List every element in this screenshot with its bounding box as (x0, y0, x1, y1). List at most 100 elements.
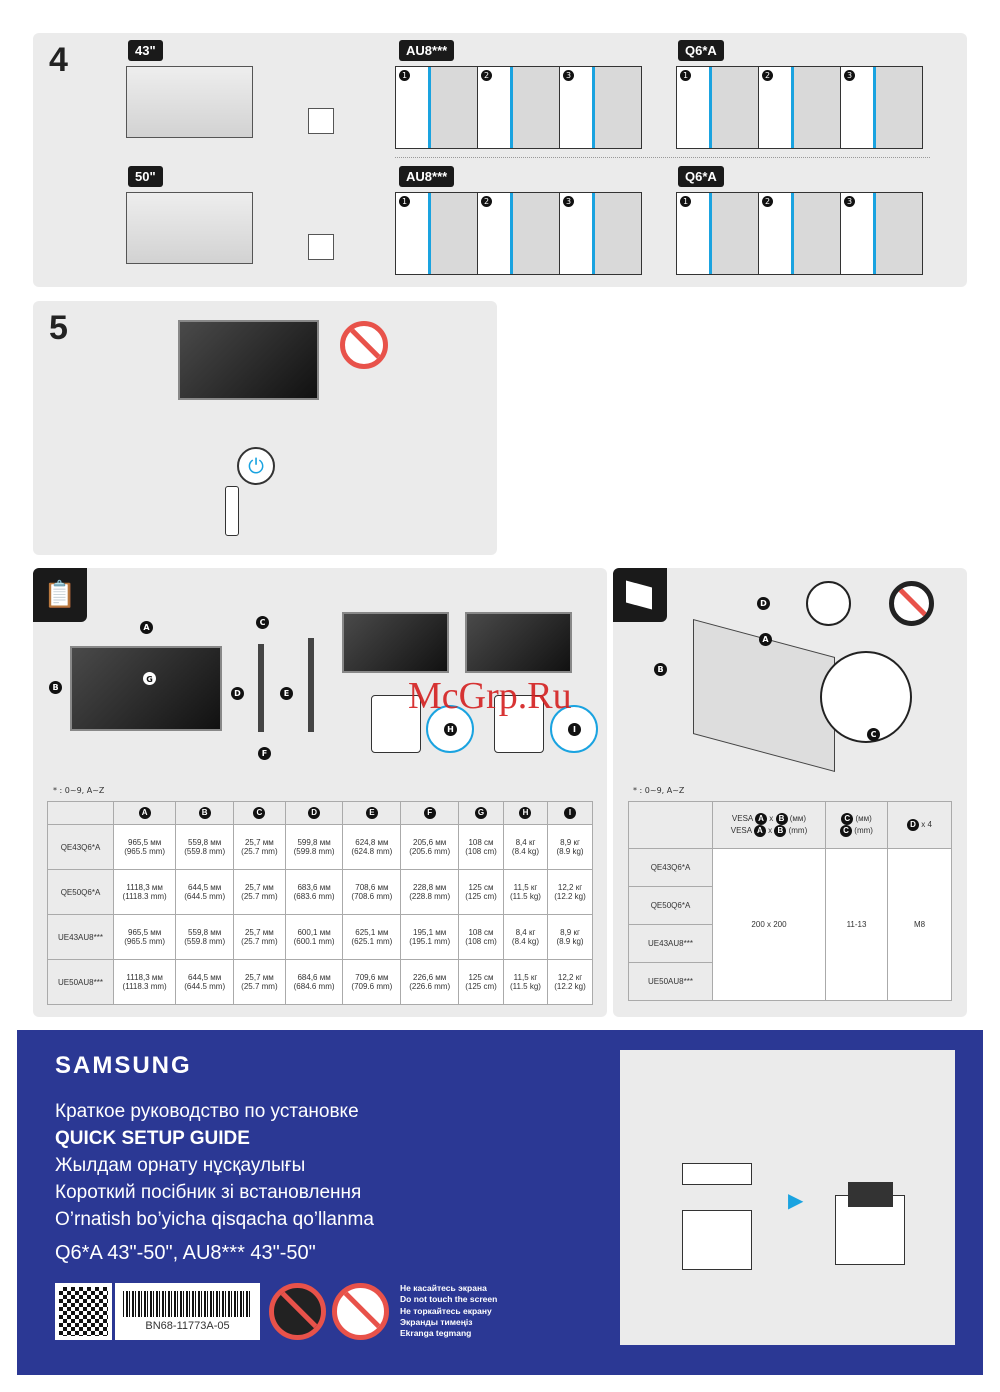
title-en: QUICK SETUP GUIDE (55, 1128, 250, 1149)
scale-icon (371, 695, 421, 753)
screw-value: M8 (887, 848, 952, 1001)
barcode-number: BN68-11773A-05 (145, 1320, 230, 1332)
table-row: UE43AU8***965,5 мм(965.5 mm)559,8 мм(559… (47, 914, 593, 960)
tv-weight-without-stand (342, 612, 449, 673)
label-g: G (143, 672, 156, 685)
value-cell: 25,7 мм(25.7 mm) (233, 914, 286, 960)
model-cell: UE43AU8*** (47, 914, 114, 960)
value-cell: 8,9 кг(8.9 kg) (547, 914, 593, 960)
c-value: 11-13 (825, 848, 888, 1001)
value-cell: 625,1 мм(625.1 mm) (342, 914, 402, 960)
tv-side-view-stand (308, 638, 314, 732)
tv-back-50-illustration (126, 192, 253, 264)
value-cell: 228,8 мм(228.8 mm) (400, 869, 460, 915)
value-cell: 12,2 кг(12.2 kg) (547, 959, 593, 1005)
model-cell: QE50Q6*A (47, 869, 114, 915)
title-ua: Короткий посібник зі встановлення (55, 1182, 362, 1203)
value-cell: 195,1 мм(195.1 mm) (400, 914, 460, 960)
value-cell: 25,7 мм(25.7 mm) (233, 824, 286, 870)
power-outlet-icon (308, 108, 334, 134)
vesa-value: 200 x 200 (712, 848, 826, 1001)
footnote: * : 0~9, A~Z (633, 786, 685, 795)
tv-front-illustration (178, 320, 319, 400)
model-tag: AU8*** (399, 166, 455, 187)
label-b: B (49, 681, 62, 694)
step-number: 5 (49, 309, 68, 347)
value-cell: 600,1 мм(600.1 mm) (284, 914, 344, 960)
value-cell: 125 см(125 cm) (458, 869, 504, 915)
remote-hand-illustration (225, 486, 239, 536)
tv-side-view (258, 644, 264, 732)
column-header: G (458, 801, 504, 825)
model-line: Q6*A 43"-50", AU8*** 43"-50" (55, 1242, 316, 1264)
samsung-logo: SAMSUNG (55, 1052, 192, 1079)
value-cell: 644,5 мм(644.5 mm) (175, 959, 235, 1005)
column-header: C (233, 801, 286, 825)
label-b: B (654, 663, 667, 676)
title-uz: O’rnatish bo’yicha qisqacha qo’llanma (55, 1209, 374, 1230)
c-header: C (мм)C (mm) (825, 801, 888, 849)
wrong-screw-circle-icon (889, 581, 934, 626)
guide-titles: Краткое руководство по установке QUICK S… (55, 1098, 374, 1233)
correct-screw-circle (806, 581, 851, 626)
value-cell: 226,6 мм(226.6 mm) (400, 959, 460, 1005)
wall-mount-table: VESA A x B (мм)VESA A x B (mm) C (мм)C (… (628, 801, 952, 1001)
model-tag: Q6*A (678, 166, 724, 187)
screw-detail-circle: C (820, 651, 912, 743)
tv-weight-with-stand (465, 612, 572, 673)
column-header: E (342, 801, 402, 825)
value-cell: 205,6 мм(205.6 mm) (400, 824, 460, 870)
d-header: D x 4 (887, 801, 952, 849)
barcode: BN68-11773A-05 (115, 1283, 260, 1340)
value-cell: 108 см(108 cm) (458, 914, 504, 960)
value-cell: 8,9 кг(8.9 kg) (547, 824, 593, 870)
value-cell: 25,7 мм(25.7 mm) (233, 869, 286, 915)
column-header: A (112, 801, 177, 825)
watermark: McGrp.Ru (408, 675, 572, 717)
value-cell: 599,8 мм(599.8 mm) (284, 824, 344, 870)
value-cell: 1118,3 мм(1118.3 mm) (112, 869, 177, 915)
weight-circle: I (550, 705, 598, 753)
clipboard-icon: 📋 (33, 568, 87, 622)
no-touch-screen-icon (269, 1283, 326, 1340)
power-button-icon: ⏻ (237, 447, 275, 485)
value-cell: 12,2 кг(12.2 kg) (547, 869, 593, 915)
label-a: A (140, 621, 153, 634)
value-cell: 709,6 мм(709.6 mm) (342, 959, 402, 1005)
model-cell: UE50AU8*** (628, 962, 713, 1001)
column-header: B (175, 801, 235, 825)
value-cell: 25,7 мм(25.7 mm) (233, 959, 286, 1005)
label-f: F (258, 747, 271, 760)
column-header: I (547, 801, 593, 825)
model-cell: UE43AU8*** (628, 924, 713, 963)
value-cell: 644,5 мм(644.5 mm) (175, 869, 235, 915)
model-tag: AU8*** (399, 40, 455, 61)
model-cell: QE43Q6*A (628, 848, 713, 887)
cover-footer: SAMSUNG Краткое руководство по установке… (17, 1030, 983, 1375)
value-cell: 125 см(125 cm) (458, 959, 504, 1005)
table-row: UE50AU8***1118,3 мм(1118.3 mm)644,5 мм(6… (47, 959, 593, 1005)
value-cell: 8,4 кг(8.4 kg) (502, 824, 549, 870)
value-cell: 108 см(108 cm) (458, 824, 504, 870)
tv-dimensions-front (70, 646, 222, 731)
model-cell: QE43Q6*A (47, 824, 114, 870)
power-outlet-icon (308, 234, 334, 260)
value-cell: 683,6 мм(683.6 mm) (284, 869, 344, 915)
value-cell: 11,5 кг(11.5 kg) (502, 959, 549, 1005)
step-number: 4 (49, 41, 68, 79)
no-touch-sign-icon (340, 321, 388, 369)
model-cell: UE50AU8*** (47, 959, 114, 1005)
value-cell: 8,4 кг(8.4 kg) (502, 914, 549, 960)
column-header: H (502, 801, 549, 825)
tv-back-43-illustration (126, 66, 253, 138)
scale-icon (494, 695, 544, 753)
column-header: F (400, 801, 460, 825)
column-header: D (284, 801, 344, 825)
wall-mount-panel: D A B C * : 0~9, A~Z VESA A x B (мм)VESA… (613, 568, 967, 1017)
